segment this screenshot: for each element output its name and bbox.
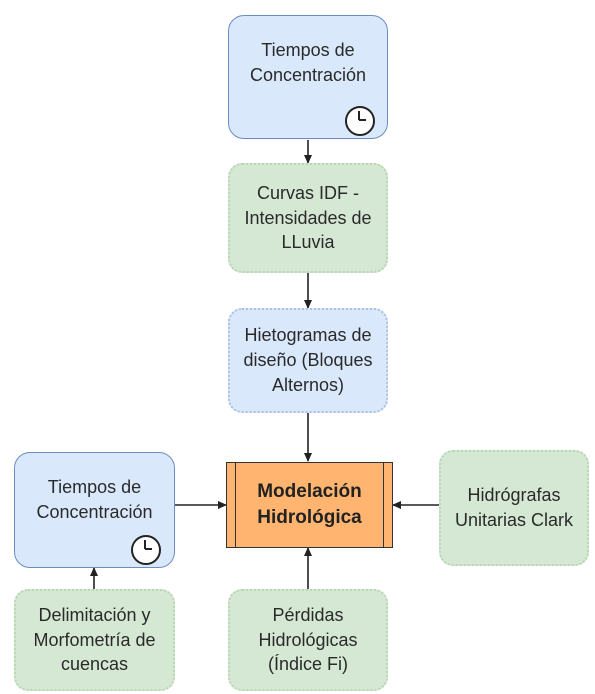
- node-label: Hidrógrafas Unitarias Clark: [454, 485, 574, 530]
- node-tiempos-concentracion-left: Tiempos de Concentración: [14, 452, 175, 568]
- node-label: Tiempos de Concentración: [249, 40, 367, 85]
- node-label: Curvas IDF - Intensidades de LLuvia: [244, 182, 372, 253]
- node-label: Tiempos de Concentración: [36, 477, 153, 522]
- node-delimitacion-morfometria: Delimitación y Morfometría de cuencas: [14, 589, 175, 691]
- node-tiempos-concentracion-top: Tiempos de Concentración: [228, 15, 388, 139]
- node-curvas-idf: Curvas IDF - Intensidades de LLuvia: [228, 163, 388, 273]
- clock-icon: [131, 535, 161, 565]
- node-hidrografas-clark: Hidrógrafas Unitarias Clark: [439, 450, 589, 566]
- node-modelacion-hidrologica: Modelación Hidrológica: [226, 462, 393, 548]
- node-label: Modelación Hidrológica: [257, 480, 362, 528]
- node-perdidas-hidrologicas: Pérdidas Hidrológicas (Índice Fi): [228, 589, 388, 691]
- clock-icon: [345, 106, 375, 136]
- node-hietogramas: Hietogramas de diseño (Bloques Alternos): [228, 308, 388, 413]
- node-label: Hietogramas de diseño (Bloques Alternos): [243, 325, 373, 395]
- node-label: Pérdidas Hidrológicas (Índice Fi): [258, 604, 358, 675]
- node-label: Delimitación y Morfometría de cuencas: [33, 604, 156, 675]
